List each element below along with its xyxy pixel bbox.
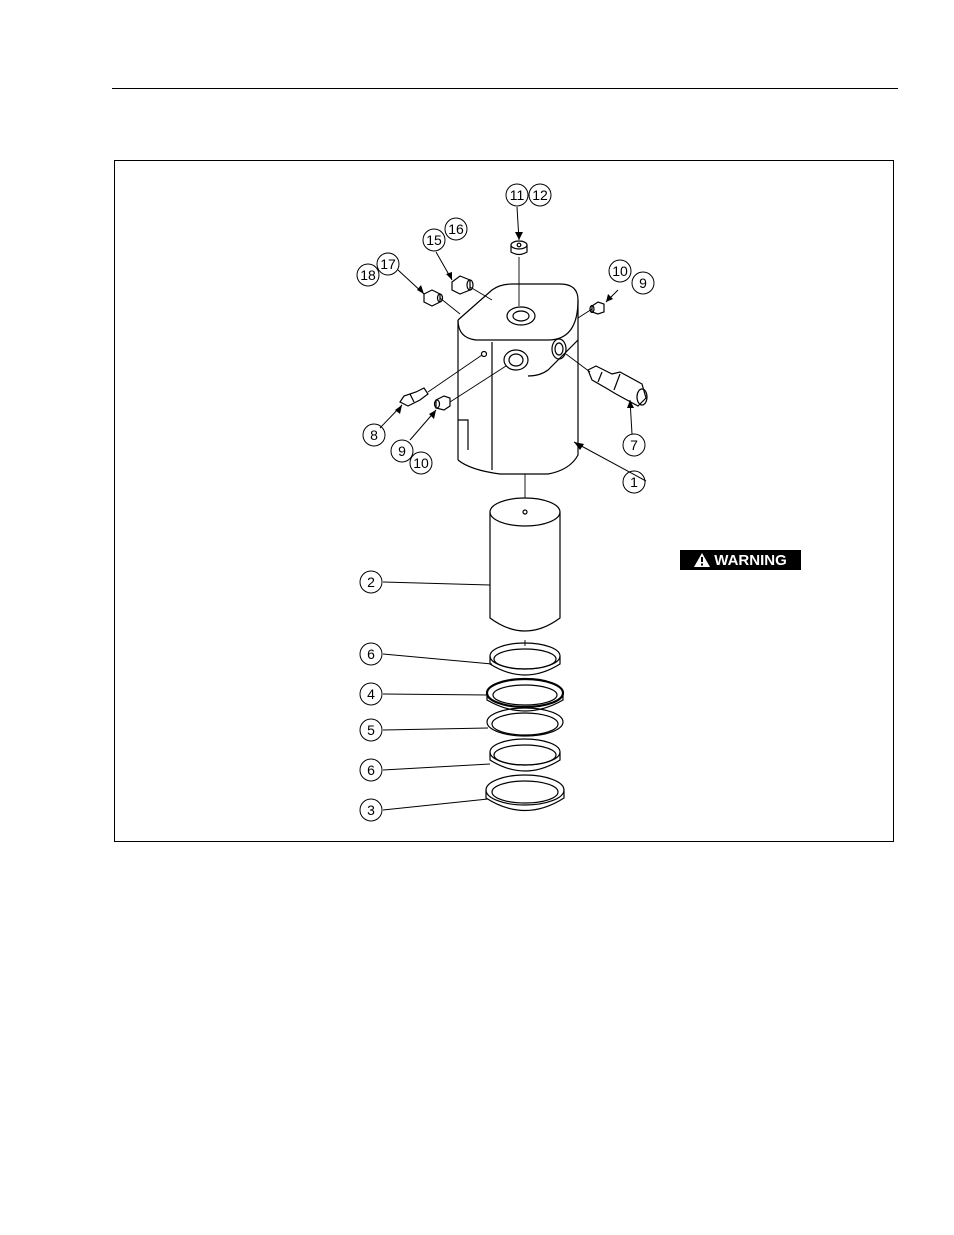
callout-3: 3 <box>367 802 375 818</box>
cylinder-part <box>490 498 560 631</box>
callout-8: 8 <box>370 427 378 443</box>
callout-10-upper: 10 <box>612 263 628 279</box>
callout-10-lower: 10 <box>413 455 429 471</box>
callout-18: 18 <box>360 267 376 283</box>
manifold-block <box>458 284 578 474</box>
callout-4: 4 <box>367 686 375 702</box>
callout-7: 7 <box>630 437 638 453</box>
ring-3-base <box>486 775 564 811</box>
callout-circles <box>357 184 654 821</box>
callout-2: 2 <box>367 574 375 590</box>
warning-text: WARNING <box>714 552 787 569</box>
ring-6-upper <box>490 643 560 675</box>
fitting-9-10-lower <box>435 396 451 410</box>
callout-5: 5 <box>367 722 375 738</box>
fitting-8 <box>400 388 428 406</box>
callout-6-lower: 6 <box>367 762 375 778</box>
callout-12: 12 <box>532 187 548 203</box>
fitting-15-16 <box>452 276 473 294</box>
fitting-7-coupler <box>588 366 647 406</box>
warning-label: WARNING <box>680 550 801 570</box>
ring-6-lower <box>490 739 560 771</box>
ring-5 <box>487 708 563 736</box>
callout-11: 11 <box>510 187 525 203</box>
callout-16: 16 <box>448 221 464 237</box>
fitting-9-10-upper <box>590 302 604 314</box>
assembly-lines <box>428 257 592 646</box>
callout-1: 1 <box>630 474 638 490</box>
cap-fitting-11-12 <box>511 241 527 255</box>
callout-17: 17 <box>380 256 396 272</box>
leader-lines <box>380 207 646 810</box>
fitting-17-18 <box>424 290 443 306</box>
callout-15: 15 <box>426 232 442 248</box>
callout-9-upper: 9 <box>639 275 647 291</box>
callout-6-upper: 6 <box>367 646 375 662</box>
leader-arrowheads <box>395 232 634 450</box>
warning-triangle-icon <box>694 553 710 567</box>
callout-9-lower: 9 <box>398 443 406 459</box>
ring-4-seal <box>487 679 563 711</box>
